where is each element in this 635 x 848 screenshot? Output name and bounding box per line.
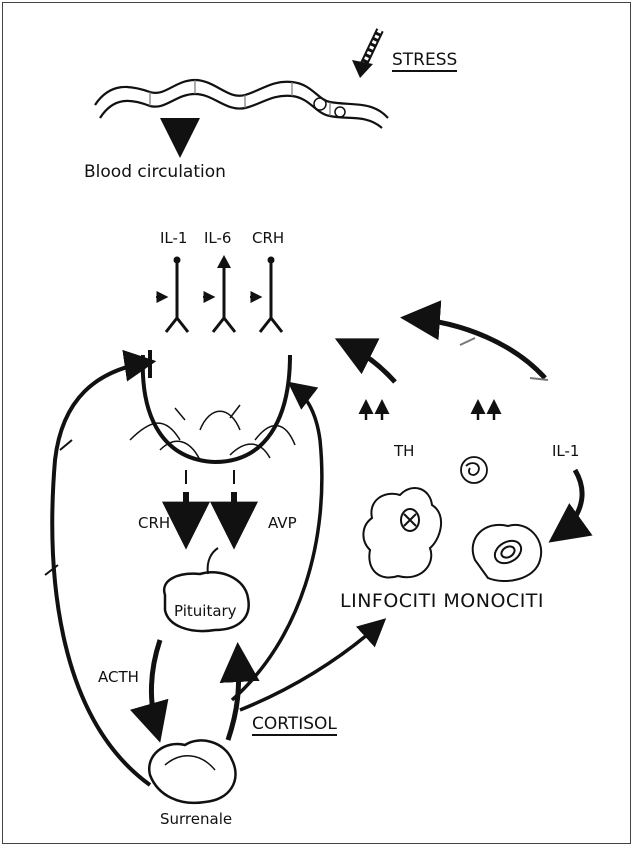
blood-circulation-label: Blood circulation — [84, 164, 226, 181]
cytokine-arrows — [366, 402, 494, 420]
il1-loop-arrow — [555, 470, 582, 538]
acth-label: ACTH — [98, 670, 139, 685]
avp-label: AVP — [268, 516, 297, 531]
stress-arrow — [352, 30, 380, 78]
monocyte — [473, 525, 541, 581]
feedback-right-arrow — [232, 385, 322, 700]
adrenal-glands — [149, 740, 235, 802]
acth-arrow — [151, 640, 160, 735]
receptors — [156, 255, 282, 332]
receptor-label-2: IL-6 — [204, 231, 231, 246]
cell-th-label: TH — [394, 444, 414, 459]
il1-to-brain-arrow — [408, 318, 545, 378]
pituitary-label: Pituitary — [174, 604, 237, 619]
immune-to-brain-arrow — [342, 342, 395, 382]
receptor-1 — [156, 257, 188, 333]
small-cell — [461, 457, 487, 483]
cortisol-label: CORTISOL — [252, 716, 337, 736]
stress-label: STRESS — [392, 52, 457, 72]
feedback-left-arrow — [52, 362, 150, 785]
receptor-3 — [250, 257, 282, 333]
receptor-2 — [203, 255, 235, 332]
receptor-label-3: CRH — [252, 231, 284, 246]
immune-cells-label: LINFOCITI MONOCITI — [340, 592, 544, 611]
cell-il1-label: IL-1 — [552, 444, 579, 459]
lymphocyte — [363, 488, 441, 578]
cortisol-to-immune-arrow — [240, 622, 382, 710]
adrenals-label: Surrenale — [160, 812, 232, 827]
receptor-label-1: IL-1 — [160, 231, 187, 246]
crh-label: CRH — [138, 516, 170, 531]
vessel-wall — [95, 80, 388, 128]
